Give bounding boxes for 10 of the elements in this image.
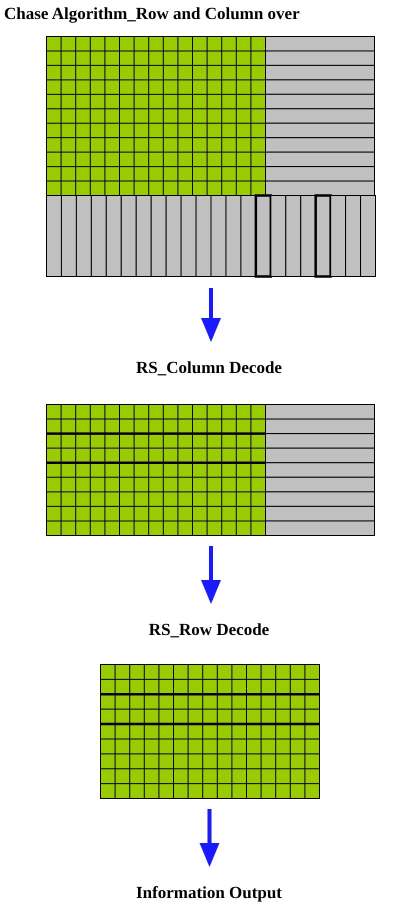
step-label: RS_Column Decode <box>136 358 282 377</box>
grid-drawing <box>46 36 378 279</box>
grid-drawing <box>46 404 378 537</box>
arrow <box>200 809 220 867</box>
arrow <box>201 288 221 342</box>
step-label: Information Output <box>136 883 282 902</box>
title: Chase Algorithm_Row and Column over <box>4 4 300 24</box>
grid-drawing <box>100 664 321 800</box>
step-label: RS_Row Decode <box>148 620 270 639</box>
arrow <box>201 546 221 604</box>
